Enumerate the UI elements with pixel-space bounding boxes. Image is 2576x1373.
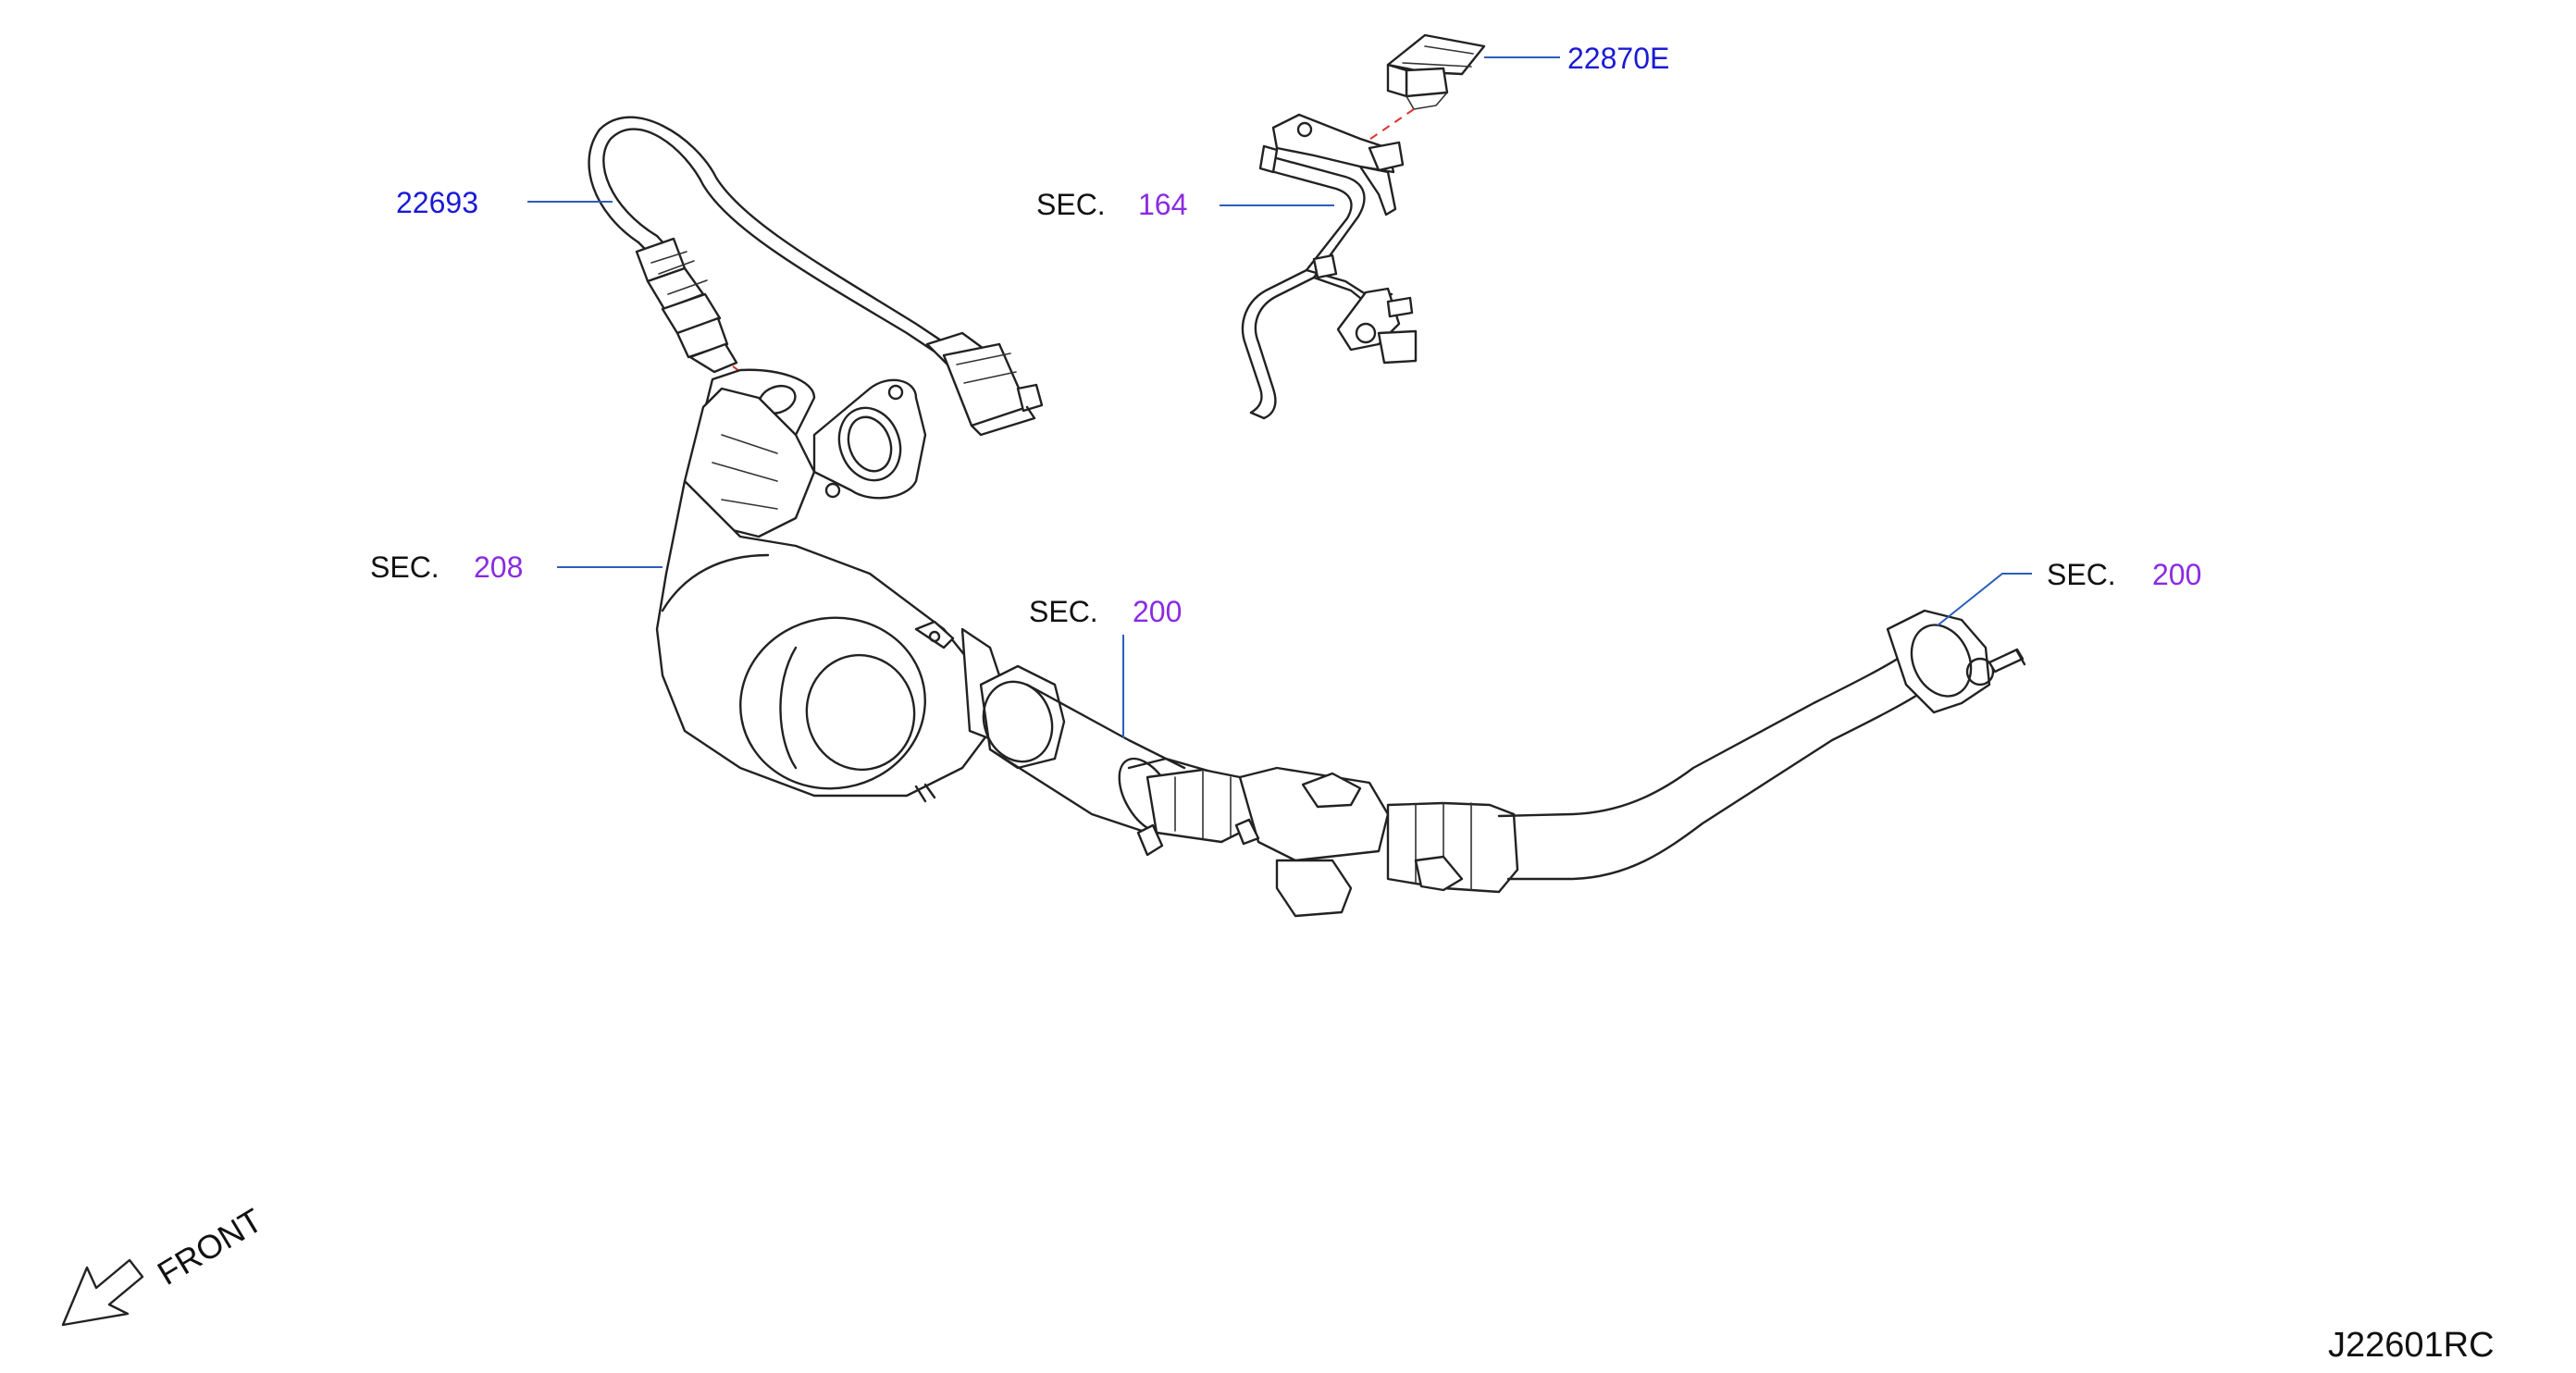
sec-164-prefix: SEC. xyxy=(1036,188,1106,221)
sec-208-prefix: SEC. xyxy=(370,550,440,584)
front-label: FRONT xyxy=(151,1201,268,1293)
sec-200-center-prefix: SEC. xyxy=(1029,595,1098,628)
front-direction-indicator: FRONT xyxy=(61,1201,268,1327)
catalytic-converter-illustration xyxy=(655,368,1010,803)
vapor-tube-assembly-illustration xyxy=(1241,113,1418,420)
sec-200-right-link[interactable]: 200 xyxy=(2152,558,2201,591)
front-exhaust-tube-illustration xyxy=(979,609,2026,918)
oxygen-sensor-illustration xyxy=(588,116,1044,437)
sec-164-link[interactable]: 164 xyxy=(1138,188,1187,221)
part-number-22693[interactable]: 22693 xyxy=(396,186,478,219)
bracket-clip-illustration xyxy=(1386,33,1486,110)
sec-200-center-link[interactable]: 200 xyxy=(1133,595,1182,628)
part-number-22870E[interactable]: 22870E xyxy=(1567,42,1669,75)
leader-sec-200-right xyxy=(1937,573,2032,626)
front-arrow-icon xyxy=(61,1258,144,1327)
diagram-id: J22601RC xyxy=(2328,1326,2495,1365)
sec-208-link[interactable]: 208 xyxy=(474,550,523,584)
sec-200-right-prefix: SEC. xyxy=(2047,558,2116,591)
